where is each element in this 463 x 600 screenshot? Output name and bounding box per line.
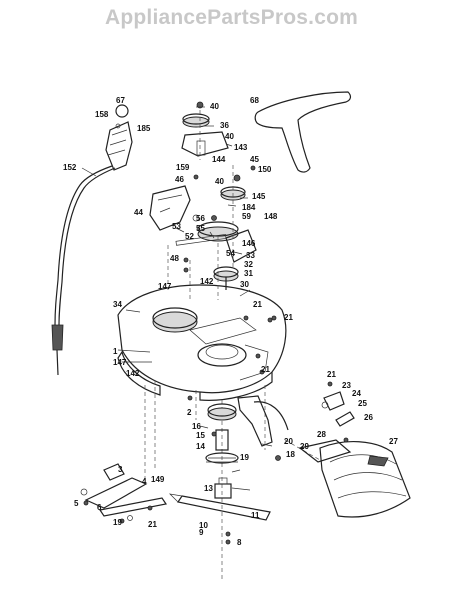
part-36-idler-pulley	[182, 101, 210, 128]
callout-59: 59	[242, 212, 251, 221]
callout-45: 45	[250, 155, 259, 164]
callout-158: 158	[95, 110, 109, 119]
part-23-idler-bracket	[321, 391, 345, 411]
callout-146: 146	[242, 239, 256, 248]
callout-30: 30	[240, 280, 249, 289]
callout-8: 8	[237, 538, 242, 547]
callout-4: 4	[142, 477, 147, 486]
callout-46: 46	[175, 175, 184, 184]
callout-28: 28	[317, 430, 326, 439]
callout-44: 44	[134, 208, 143, 217]
callout-152: 152	[63, 163, 77, 172]
callout-148: 148	[264, 212, 278, 221]
callout-21-right: 21	[284, 313, 293, 322]
part-20-lift-arm	[237, 395, 289, 447]
callout-32: 32	[244, 260, 253, 269]
callout-147-lower: 147	[113, 358, 127, 367]
part-16-spindle	[205, 403, 239, 464]
part-55-pulley-stack	[175, 215, 257, 263]
callout-21-idler: 21	[327, 370, 336, 379]
callout-14: 14	[196, 442, 205, 451]
callout-34: 34	[113, 300, 122, 309]
part-152-cable	[51, 165, 116, 376]
callout-19-spindle: 19	[240, 453, 249, 462]
part-28-belt-guide	[298, 439, 352, 463]
callout-159: 159	[176, 163, 190, 172]
part-143-bracket	[181, 131, 229, 157]
callout-40-top: 40	[210, 102, 219, 111]
callout-15: 15	[196, 431, 205, 440]
callout-23: 23	[342, 381, 351, 390]
callout-5: 5	[74, 499, 79, 508]
callout-67: 67	[116, 96, 125, 105]
callout-2: 2	[187, 408, 192, 417]
callout-6: 6	[97, 503, 102, 512]
callout-144: 144	[212, 155, 226, 164]
callout-53: 53	[172, 222, 181, 231]
callout-3: 3	[118, 465, 123, 474]
callout-40-third: 40	[215, 177, 224, 186]
callout-68: 68	[250, 96, 259, 105]
callout-147-upper: 147	[158, 282, 172, 291]
callout-31: 31	[244, 269, 253, 278]
callout-48: 48	[170, 254, 179, 263]
part-3-front-bracket	[80, 463, 148, 509]
callout-labels: 67 158 185 152 40 36 40 143 68 159 144 4…	[63, 96, 398, 547]
callout-1: 1	[113, 347, 118, 356]
callout-54: 54	[226, 249, 235, 258]
part-185-lever-bracket	[105, 121, 133, 171]
part-11-blade	[168, 493, 271, 521]
callout-24: 24	[352, 389, 361, 398]
callout-16: 16	[192, 422, 201, 431]
leader-lines	[81, 106, 273, 491]
watermark: AppliancePartsPros.com	[105, 6, 358, 29]
callout-25: 25	[358, 399, 367, 408]
part-1-deck-housing	[117, 284, 287, 401]
callout-26: 26	[364, 413, 373, 422]
part-6-stabilizer	[99, 497, 167, 521]
callout-9: 9	[199, 528, 204, 537]
callout-56: 56	[196, 214, 205, 223]
callout-142-upper: 142	[200, 277, 214, 286]
part-44-cover	[149, 185, 191, 231]
part-27-discharge-chute	[319, 441, 411, 518]
callout-19-bracket: 19	[113, 518, 122, 527]
callout-13: 13	[204, 484, 213, 493]
part-25-spring	[335, 411, 355, 427]
callout-20: 20	[284, 437, 293, 446]
callout-149: 149	[151, 475, 165, 484]
callout-33: 33	[246, 251, 255, 260]
callout-21-deck: 21	[261, 365, 270, 374]
callout-10: 10	[199, 521, 208, 530]
callout-184: 184	[242, 203, 256, 212]
callout-145: 145	[252, 192, 266, 201]
callout-185: 185	[137, 124, 151, 133]
callout-150: 150	[258, 165, 272, 174]
callout-36: 36	[220, 121, 229, 130]
callout-27: 27	[389, 437, 398, 446]
callout-11: 11	[251, 511, 260, 520]
callout-52: 52	[185, 232, 194, 241]
callout-21-bracket: 21	[148, 520, 157, 529]
fasteners	[83, 165, 349, 545]
callout-18: 18	[286, 450, 295, 459]
callout-21-upper: 21	[253, 300, 262, 309]
callout-40-second: 40	[225, 132, 234, 141]
part-68-belt	[254, 91, 352, 173]
callout-143: 143	[234, 143, 248, 152]
callout-29: 29	[300, 442, 309, 451]
part-31-pulley	[213, 266, 239, 290]
callout-142-lower: 142	[126, 369, 140, 378]
part-13-blade-adapter	[214, 477, 232, 499]
callout-55: 55	[196, 224, 205, 233]
part-67-knob	[115, 104, 129, 118]
